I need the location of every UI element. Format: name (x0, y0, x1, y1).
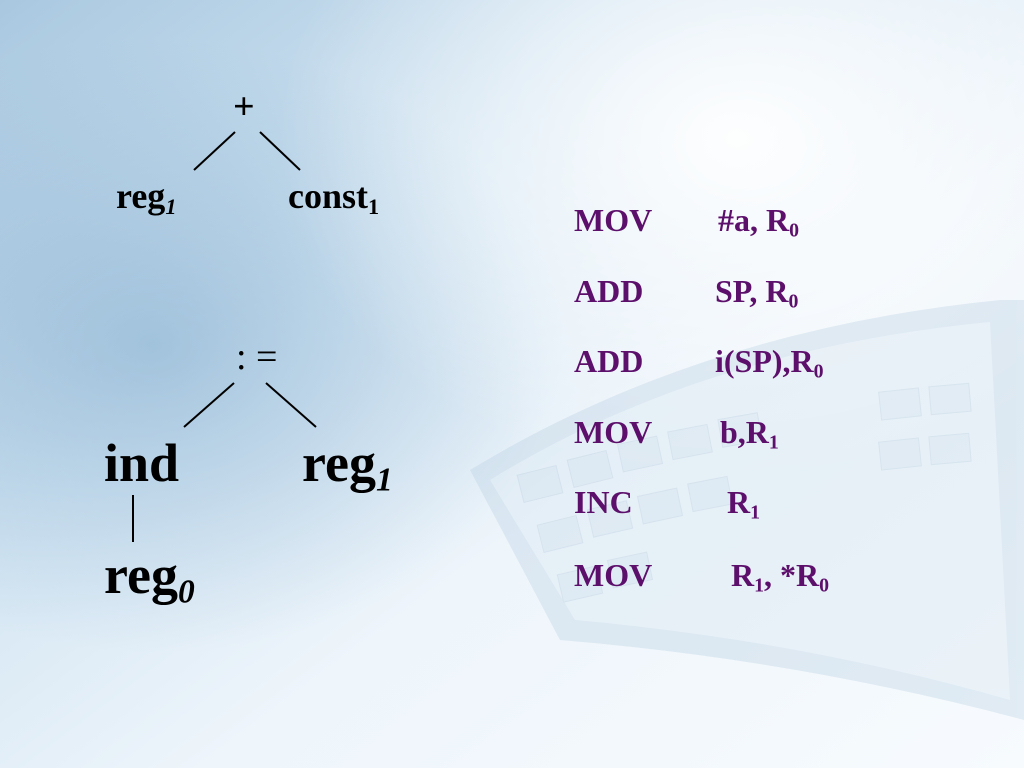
instruction-args-text: #a, R (718, 202, 790, 238)
tree2-right-node: reg1 (302, 433, 393, 497)
tree1-right-node: const1 (288, 176, 379, 218)
tree2-right-label: reg (302, 433, 376, 493)
instruction-args: b,R1 (720, 414, 779, 452)
tree1-left-edge (193, 131, 236, 171)
tree2-right-subscript: 1 (375, 461, 393, 499)
instruction-args: #a, R0 (718, 202, 799, 240)
instruction-args-subscript: 1 (750, 501, 761, 524)
instruction-args-subscript: 0 (819, 574, 830, 597)
instruction-args-subscript: 0 (788, 290, 799, 313)
instruction-op: INC (574, 484, 633, 520)
tree2-left-edge (183, 382, 235, 428)
tree1-right-label: const (288, 176, 368, 216)
instruction-args: R1 (727, 484, 760, 522)
tree2-child-node: reg0 (104, 545, 195, 609)
tree1-root-node: + (233, 86, 255, 128)
tree1-left-node: reg1 (116, 176, 176, 218)
tree2-child-label: reg (104, 545, 178, 605)
tree1-left-subscript: 1 (165, 194, 177, 220)
instruction-op: MOV (574, 414, 653, 450)
instruction-args-subscript: 0 (789, 219, 800, 242)
tree2-left-node: ind (104, 433, 180, 493)
instruction-args-text: SP, R (715, 273, 789, 309)
instruction-op: ADD (574, 273, 644, 309)
instruction-args: SP, R0 (715, 273, 798, 311)
tree1-left-label: reg (116, 176, 166, 216)
instruction-args-text: , *R (764, 557, 820, 593)
instruction-args-text: i(SP),R (715, 343, 814, 379)
instruction-args-subscript: 0 (813, 360, 824, 383)
instruction-args-text: b,R (720, 414, 769, 450)
instruction-op: MOV (574, 202, 653, 238)
instruction-op: ADD (574, 343, 644, 379)
instruction-args: i(SP),R0 (715, 343, 824, 381)
tree1-right-subscript: 1 (368, 194, 380, 220)
instruction-args-text: R (731, 557, 755, 593)
tree2-child-subscript: 0 (177, 573, 195, 611)
tree2-right-edge (265, 382, 317, 428)
instruction-args: R1, *R0 (731, 557, 829, 595)
instruction-op: MOV (574, 557, 653, 593)
instruction-args-text: R (727, 484, 751, 520)
instruction-args-subscript: 1 (754, 574, 765, 597)
tree1-right-edge (259, 131, 301, 171)
tree2-root-node: : = (236, 336, 278, 378)
instruction-args-subscript: 1 (768, 431, 779, 454)
